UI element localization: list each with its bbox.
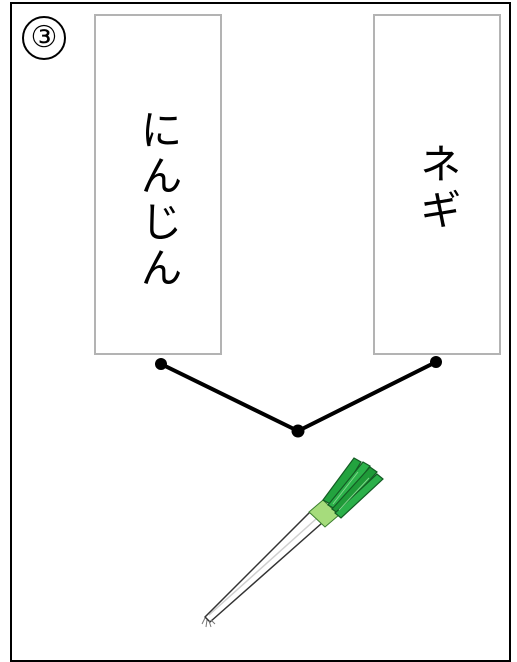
green-onion-connect-dot[interactable] [430,356,442,368]
carrot-connect-dot[interactable] [155,358,167,370]
picture-connect-dot[interactable] [291,424,305,438]
question-number-badge: ③ [22,16,66,60]
green-onion-icon [201,457,384,628]
choice-card-green-onion[interactable]: ネギ [373,14,501,355]
connector-line-right [296,360,438,433]
choice-card-carrot[interactable]: にんじん [94,14,222,355]
question-number: ③ [30,20,58,55]
connector-line-left [159,362,300,433]
choice-label-green-onion: ネギ [413,142,462,234]
choice-label-carrot: にんじん [134,108,183,292]
